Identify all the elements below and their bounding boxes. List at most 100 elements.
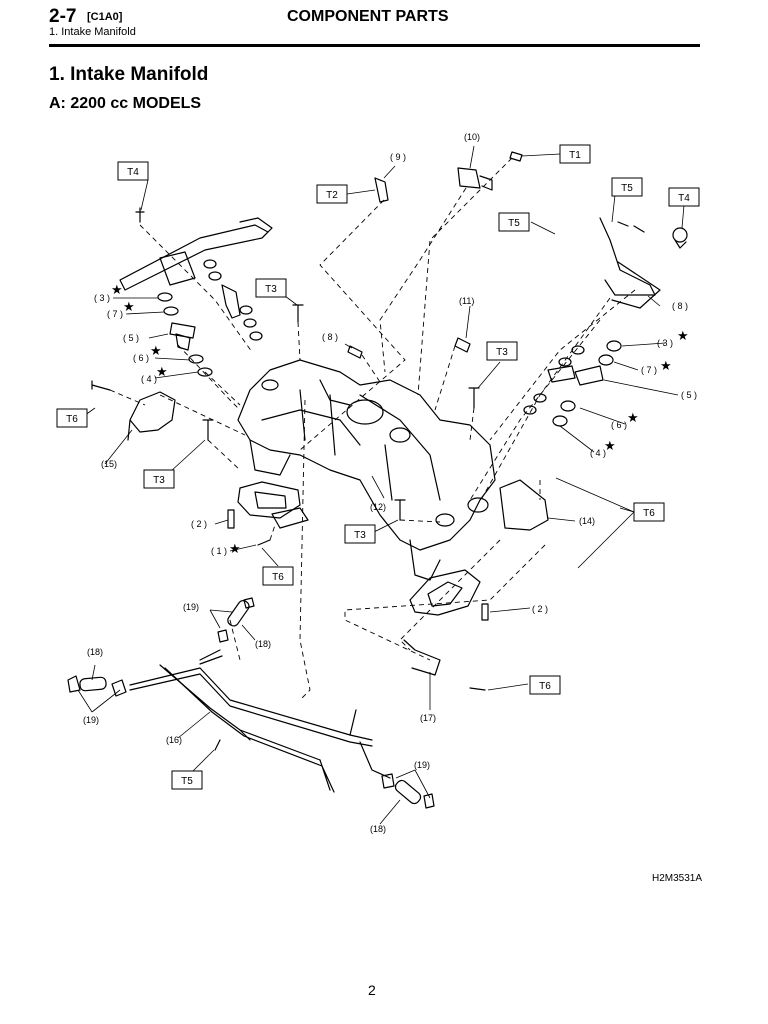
part-label-5: ( 5 ) bbox=[123, 333, 139, 343]
torque-label-t1: T1 bbox=[569, 150, 581, 161]
part-label-2: ( 2 ) bbox=[532, 604, 548, 614]
star-symbol: ★ bbox=[156, 365, 168, 380]
torque-label-t2: T2 bbox=[326, 190, 338, 201]
torque-box-t1 bbox=[559, 144, 591, 164]
sensor-9 bbox=[374, 177, 389, 203]
torque-label-t3: T3 bbox=[354, 530, 366, 541]
bracket-17 bbox=[403, 639, 441, 676]
part-label-1: ( 1 ) bbox=[211, 546, 227, 556]
torque-box-t4-left bbox=[117, 161, 149, 181]
part-label-8: ( 8 ) bbox=[322, 332, 338, 342]
header-rule bbox=[49, 44, 700, 47]
intake-manifold-exploded-diagram: T4 T2 T1 T5 T4 T5 T3 T3 T6 T3 T6 T3 T6 T… bbox=[56, 132, 700, 834]
torque-box-t5-upper bbox=[611, 177, 643, 197]
section-number: 2-7 bbox=[49, 6, 77, 27]
torque-box-t6-left bbox=[56, 408, 88, 428]
part-label-19: (19) bbox=[83, 715, 99, 725]
stud-8 bbox=[347, 345, 363, 359]
part-label-10: (10) bbox=[464, 132, 480, 142]
bracket-14 bbox=[499, 479, 549, 531]
page-header-title: COMPONENT PARTS bbox=[287, 8, 449, 25]
star-symbol: ★ bbox=[627, 411, 639, 426]
part-label-12: (12) bbox=[370, 502, 386, 512]
fuel-pipe-assembly bbox=[129, 667, 373, 741]
torque-label-t4: T4 bbox=[678, 193, 690, 204]
bracket-15 bbox=[127, 391, 176, 441]
hose-18-lower bbox=[394, 779, 422, 805]
injector-left-1 bbox=[169, 322, 196, 351]
torque-box-t3-left bbox=[143, 469, 175, 489]
star-symbol: ★ bbox=[150, 344, 162, 359]
bolt-t6-right bbox=[469, 687, 486, 691]
torque-box-t5-lower bbox=[171, 770, 203, 790]
star-symbol: ★ bbox=[677, 329, 689, 344]
torque-label-t4: T4 bbox=[127, 167, 139, 178]
torque-box-t3-lower bbox=[344, 524, 376, 544]
torque-label-t6: T6 bbox=[539, 681, 551, 692]
torque-box-t6-lower bbox=[262, 566, 294, 586]
part-label-18: (18) bbox=[370, 824, 386, 834]
star-symbol: ★ bbox=[229, 542, 241, 557]
breadcrumb: 1. Intake Manifold bbox=[49, 26, 136, 38]
gasket-right bbox=[409, 569, 481, 616]
part-label-17: (17) bbox=[420, 713, 436, 723]
part-label-19: (19) bbox=[183, 602, 199, 612]
part-label-18: (18) bbox=[87, 647, 103, 657]
bolt-t3-upper bbox=[292, 304, 304, 323]
star-symbol: ★ bbox=[660, 359, 672, 374]
page-number: 2 bbox=[368, 982, 376, 998]
part-label-14: (14) bbox=[579, 516, 595, 526]
hose-18-upper bbox=[227, 600, 250, 627]
torque-label-t6: T6 bbox=[272, 572, 284, 583]
torque-label-t6: T6 bbox=[643, 508, 655, 519]
torque-box-t3-right bbox=[486, 341, 518, 361]
section-code: [C1A0] bbox=[87, 11, 123, 23]
part-label-6: ( 6 ) bbox=[611, 420, 627, 430]
figure-id: H2M3531A bbox=[652, 873, 703, 884]
part-label-9: ( 9 ) bbox=[390, 152, 406, 162]
bolt-t5-lower bbox=[214, 739, 221, 751]
torque-label-t3: T3 bbox=[153, 475, 165, 486]
torque-label-t3: T3 bbox=[265, 284, 277, 295]
injector-left-2 bbox=[221, 284, 241, 319]
part-label-4: ( 4 ) bbox=[141, 374, 157, 384]
torque-box-t2 bbox=[316, 184, 348, 204]
injector-right-1 bbox=[547, 365, 576, 383]
torque-box-t3-upper bbox=[255, 278, 287, 298]
part-label-19: (19) bbox=[414, 760, 430, 770]
bolt-t6-lower bbox=[257, 539, 271, 546]
part-label-15: (15) bbox=[101, 459, 117, 469]
part-label-3: ( 3 ) bbox=[657, 338, 673, 348]
section-heading: 1. Intake Manifold bbox=[49, 64, 209, 85]
torque-label-t5: T5 bbox=[621, 183, 633, 194]
bolt-t4-left bbox=[135, 207, 145, 223]
fuel-rail-left bbox=[119, 224, 269, 291]
bolt-t3-lower bbox=[394, 499, 406, 521]
part-label-8: ( 8 ) bbox=[672, 301, 688, 311]
torque-label-t6: T6 bbox=[66, 414, 78, 425]
part-label-7: ( 7 ) bbox=[641, 365, 657, 375]
star-symbol: ★ bbox=[604, 439, 616, 454]
bolt-t3-mid-left bbox=[202, 419, 214, 441]
injector-right-2 bbox=[574, 365, 604, 386]
torque-label-t5: T5 bbox=[181, 776, 193, 787]
star-symbol: ★ bbox=[123, 300, 135, 315]
hose-18-left bbox=[79, 676, 107, 692]
part-label-2: ( 2 ) bbox=[191, 519, 207, 529]
gasket-left bbox=[237, 481, 301, 519]
part-label-11: (11) bbox=[459, 296, 474, 306]
solenoid-10 bbox=[457, 167, 493, 191]
bolt-t3-right bbox=[468, 387, 480, 409]
torque-label-t5: T5 bbox=[508, 218, 520, 229]
torque-box-t6-right bbox=[633, 502, 665, 522]
fuel-rail-right bbox=[599, 217, 656, 296]
torque-box-t4-right bbox=[668, 187, 700, 207]
stud-11 bbox=[454, 337, 471, 353]
model-subheading: A: 2200 cc MODELS bbox=[49, 95, 202, 112]
intake-manifold-body bbox=[237, 359, 496, 551]
union-bolt-t1 bbox=[509, 151, 523, 162]
torque-box-t6-bottom bbox=[529, 675, 561, 695]
star-symbol: ★ bbox=[111, 283, 123, 298]
part-label-5: ( 5 ) bbox=[681, 390, 697, 400]
torque-label-t3: T3 bbox=[496, 347, 508, 358]
